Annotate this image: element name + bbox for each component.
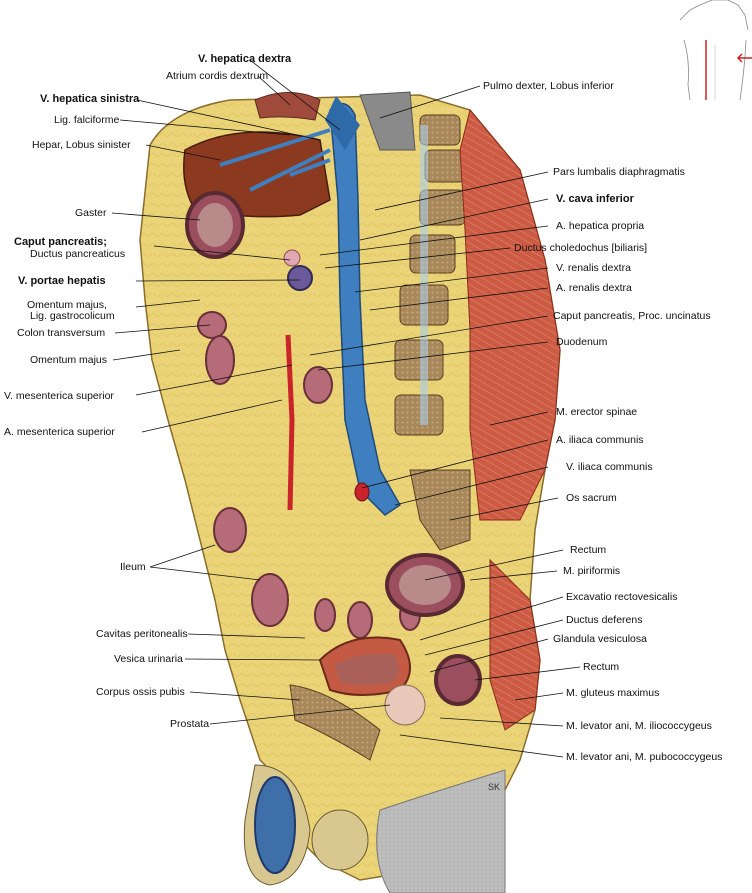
label-prostata: Prostata xyxy=(170,718,210,730)
label-ileum: Ileum xyxy=(120,561,146,573)
label-v-portae-hepatis: V. portae hepatis xyxy=(18,275,106,287)
intestine-loops xyxy=(197,311,421,639)
prostate xyxy=(384,684,426,726)
label-a-renalis-dextra: A. renalis dextra xyxy=(556,282,632,294)
label-a-iliaca-communis: A. iliaca communis xyxy=(556,434,644,446)
label-rectum-1: Rectum xyxy=(570,544,607,556)
perineal-skin xyxy=(376,769,506,893)
label-excavatio-rectovesicalis: Excavatio rectovesicalis xyxy=(566,591,678,603)
label-omentum-majus-1: Omentum majus, xyxy=(27,299,107,311)
pubic-bone xyxy=(289,684,381,761)
label-v-cava-inferior: V. cava inferior xyxy=(556,193,634,205)
label-corpus-ossis-pubis: Corpus ossis pubis xyxy=(96,686,185,698)
leader-lines xyxy=(111,59,581,758)
signature-sk: SK xyxy=(488,782,500,792)
label-gaster: Gaster xyxy=(75,207,107,219)
label-v-hepatica-dextra: V. hepatica dextra xyxy=(198,53,292,65)
label-v-iliaca-communis: V. iliaca communis xyxy=(566,461,653,473)
label-omentum-majus-2: Omentum majus xyxy=(30,354,108,366)
label-glandula-vesiculosa: Glandula vesiculosa xyxy=(553,633,647,645)
label-m-erector-spinae: M. erector spinae xyxy=(556,406,638,418)
vertebral-column xyxy=(394,114,471,551)
atrium-shape xyxy=(254,92,321,121)
label-duodenum: Duodenum xyxy=(556,336,608,348)
gluteus-maximus-muscle xyxy=(489,558,541,731)
testis xyxy=(254,776,296,874)
mesenteric-artery xyxy=(285,334,295,511)
label-ductus-deferens: Ductus deferens xyxy=(566,614,643,626)
label-colon-transversum: Colon transversum xyxy=(17,327,106,339)
label-a-hepatica-propria: A. hepatica propria xyxy=(556,220,645,232)
label-m-gluteus-maximus: M. gluteus maximus xyxy=(566,687,660,699)
label-hepar-lobus-sinister: Hepar, Lobus sinister xyxy=(32,139,131,151)
label-m-levator-ani-pubococcygeus: M. levator ani, M. pubococcygeus xyxy=(566,751,723,763)
portal-vein xyxy=(287,265,313,291)
label-v-mesenterica-superior: V. mesenterica superior xyxy=(4,390,114,402)
label-ductus-pancreaticus: Ductus pancreaticus xyxy=(30,248,126,260)
hepatic-vein-branches xyxy=(219,128,331,192)
label-atrium-cordis-dextrum: Atrium cordis dextrum xyxy=(166,70,269,82)
label-cavitas-peritonealis: Cavitas peritonealis xyxy=(96,628,188,640)
label-os-sacrum: Os sacrum xyxy=(566,492,617,504)
label-rectum-2: Rectum xyxy=(583,661,620,673)
label-lig-falciforme: Lig. falciforme xyxy=(54,114,120,126)
label-lig-gastrocolicum: Lig. gastrocolicum xyxy=(30,310,115,322)
label-m-levator-ani-iliococcygeus: M. levator ani, M. iliococcygeus xyxy=(566,720,712,732)
lung-shape xyxy=(359,91,416,151)
label-v-renalis-dextra: V. renalis dextra xyxy=(556,262,631,274)
label-pulmo-dexter: Pulmo dexter, Lobus inferior xyxy=(483,80,614,92)
label-caput-pancreatis-uncinatus: Caput pancreatis, Proc. uncinatus xyxy=(553,310,711,322)
rectum-lower xyxy=(434,654,482,706)
label-ductus-choledochus: Ductus choledochus [biliaris] xyxy=(514,242,648,254)
label-v-hepatica-sinistra: V. hepatica sinistra xyxy=(40,93,140,105)
label-pars-lumbalis: Pars lumbalis diaphragmatis xyxy=(553,166,685,178)
orientation-inset xyxy=(679,0,752,101)
label-m-piriformis: M. piriformis xyxy=(563,565,621,577)
label-vesica-urinaria: Vesica urinaria xyxy=(114,653,183,665)
label-a-mesenterica-superior: A. mesenterica superior xyxy=(4,426,115,438)
label-caput-pancreatis: Caput pancreatis; xyxy=(14,236,107,248)
iliac-artery xyxy=(354,482,370,502)
